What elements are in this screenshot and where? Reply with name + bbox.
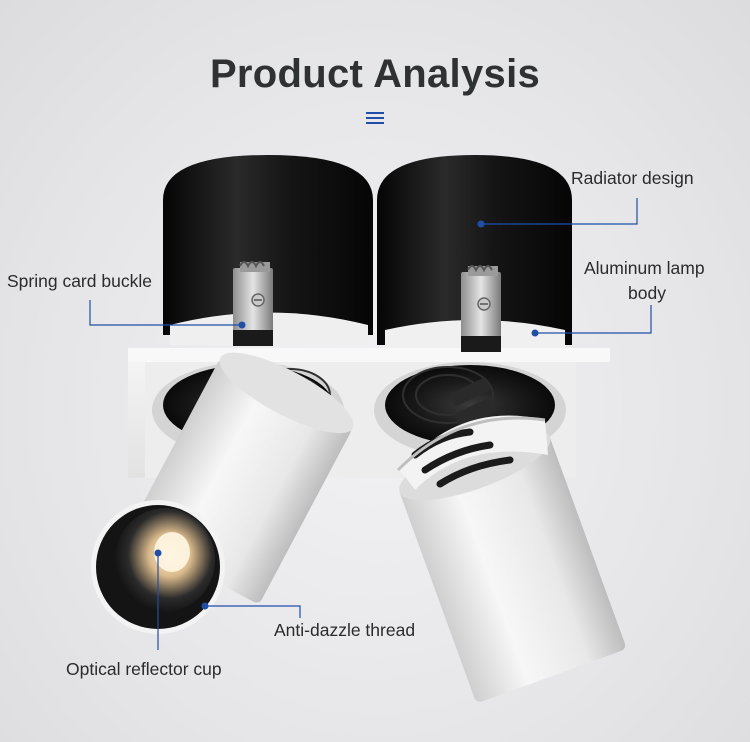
callout-radiator-design: Radiator design (571, 168, 694, 188)
menu-icon (366, 112, 384, 124)
callout-spring-card-buckle: Spring card buckle (7, 271, 152, 291)
callout-aluminum-lamp-line1: Aluminum lamp (584, 258, 705, 278)
callout-optical-reflector-cup: Optical reflector cup (66, 659, 222, 679)
page-title: Product Analysis (209, 52, 541, 96)
callout-anti-dazzle-thread: Anti-dazzle thread (274, 620, 416, 640)
callout-aluminum-lamp-line2: body (628, 283, 666, 303)
